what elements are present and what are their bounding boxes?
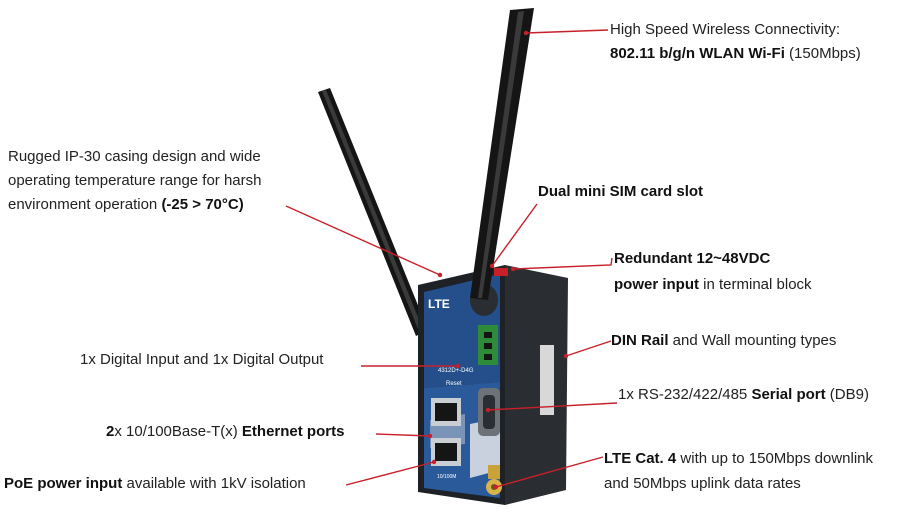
wifi-callout: High Speed Wireless Connectivity: 802.11… [610, 18, 861, 66]
power-callout-line1: Redundant 12~48VDC [614, 250, 771, 267]
wifi-callout-line2: 802.11 b/g/n WLAN Wi-Fi (150Mbps) [610, 42, 861, 66]
din-callout: DIN Rail and Wall mounting types [611, 329, 836, 353]
serial-callout: 1x RS-232/422/485 Serial port (DB9) [618, 383, 869, 407]
right-antenna [470, 8, 534, 316]
terminal-block [478, 325, 498, 365]
ethernet-port-1 [431, 398, 461, 426]
serial-callout-bold: Serial port [751, 386, 826, 403]
sim-slot [494, 268, 508, 276]
rugged-callout-line2: operating temperature range for harsh [8, 172, 262, 189]
sim-callout-text: Dual mini SIM card slot [538, 183, 704, 200]
rugged-callout: Rugged IP-30 casing design and wide oper… [8, 145, 261, 217]
serial-port [478, 388, 500, 436]
din-callout-bold: DIN Rail [611, 332, 669, 349]
wifi-callout-line1: High Speed Wireless Connectivity: [610, 21, 841, 38]
ethernet-callout-mid: x 10/100Base-T(x) [114, 423, 242, 440]
rugged-callout-line1: Rugged IP-30 casing design and wide [8, 148, 261, 165]
power-callout-line2: power input in terminal block [614, 272, 812, 298]
device-side-sticker [540, 345, 554, 415]
ethernet-callout: 2x 10/100Base-T(x) Ethernet ports [106, 420, 344, 444]
callout-lines [285, 29, 618, 488]
rugged-callout-line3-text: environment operation [8, 196, 162, 213]
dio-callout: 1x Digital Input and 1x Digital Output [80, 348, 323, 372]
left-antenna [318, 88, 428, 336]
rugged-callout-temp: (-25 > 70°C) [161, 196, 244, 213]
poe-callout: PoE power input available with 1kV isola… [4, 472, 306, 496]
dio-callout-text: 1x Digital Input and 1x Digital Output [80, 351, 324, 368]
lte-callout-line1: LTE Cat. 4 with up to 150Mbps downlink [604, 446, 873, 471]
rugged-callout-line3: environment operation (-25 > 70°C) [8, 193, 261, 217]
reset-label: Reset [446, 381, 462, 387]
device-logo: LTE [428, 297, 450, 311]
lte-callout: LTE Cat. 4 with up to 150Mbps downlink a… [604, 446, 873, 496]
lte-callout-rest: with up to 150Mbps downlink [676, 450, 874, 467]
power-callout: Redundant 12~48VDC power input in termin… [614, 246, 812, 298]
lte-callout-bold: LTE Cat. 4 [604, 450, 677, 467]
sim-callout: Dual mini SIM card slot [538, 180, 703, 204]
ethernet-callout-bold: Ethernet ports [241, 423, 345, 440]
lte-callout-line2: and 50Mbps uplink data rates [604, 475, 801, 492]
power-callout-bold: power input [614, 276, 699, 293]
device-model: 4312D+-D4G [438, 368, 474, 374]
serial-callout-pre: 1x RS-232/422/485 [618, 386, 752, 403]
wifi-callout-rest: (150Mbps) [784, 45, 861, 62]
device-side-panel [505, 265, 568, 505]
poe-callout-rest: available with 1kV isolation [122, 475, 306, 492]
poe-callout-bold: PoE power input [4, 475, 123, 492]
din-callout-rest: and Wall mounting types [668, 332, 837, 349]
power-callout-rest: in terminal block [699, 276, 812, 293]
ethernet-callout-count: 2 [106, 423, 115, 440]
serial-callout-rest: (DB9) [825, 386, 869, 403]
wifi-callout-bold: 802.11 b/g/n WLAN Wi-Fi [610, 45, 785, 62]
callout-dots [427, 30, 569, 490]
ethernet-port-label: 10/100M [437, 474, 456, 480]
